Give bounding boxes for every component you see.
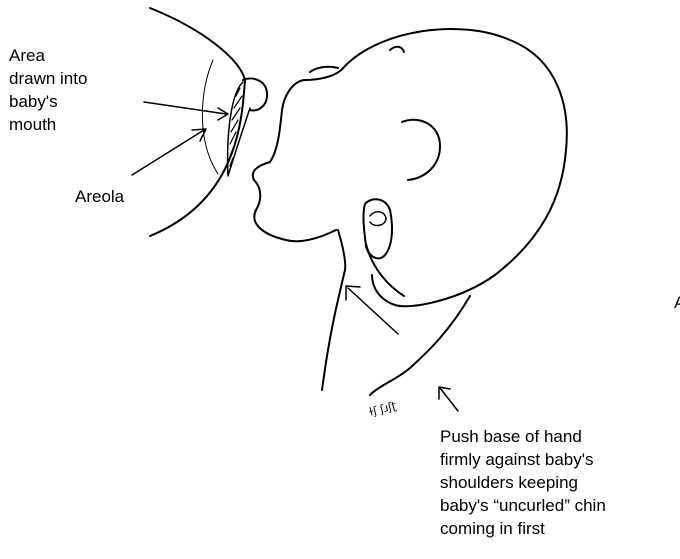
arrow-to-shoulder <box>439 387 458 411</box>
hand-palm <box>366 244 404 296</box>
arrow-palm-direction <box>346 286 398 334</box>
baby-nose <box>310 67 338 72</box>
baby-ear <box>402 120 440 180</box>
artist-signature: ɫʃ ʃɹʃʈ <box>367 399 398 419</box>
baby-lower-lip <box>253 162 270 180</box>
wrist-lower <box>370 296 470 395</box>
hair-tuft <box>390 47 404 52</box>
nipple <box>243 79 267 111</box>
baby-chin <box>254 180 336 241</box>
push-instruction-label: Push base of hand firmly against baby's … <box>440 425 680 540</box>
areola-label: Areola <box>75 185 124 208</box>
area-drawn-label: Area drawn into baby's mouth <box>9 44 139 136</box>
arrow-to-areola <box>132 129 206 175</box>
wrist-upper <box>322 270 345 390</box>
edge-letter: A <box>674 291 680 314</box>
breast-outline <box>150 8 245 236</box>
baby-head <box>345 29 567 306</box>
baby-face-upper <box>270 66 345 162</box>
areola-line <box>202 60 218 174</box>
thumb-nail <box>370 212 386 226</box>
supporting-hand <box>338 230 345 270</box>
arrow-to-shaded <box>144 102 228 120</box>
